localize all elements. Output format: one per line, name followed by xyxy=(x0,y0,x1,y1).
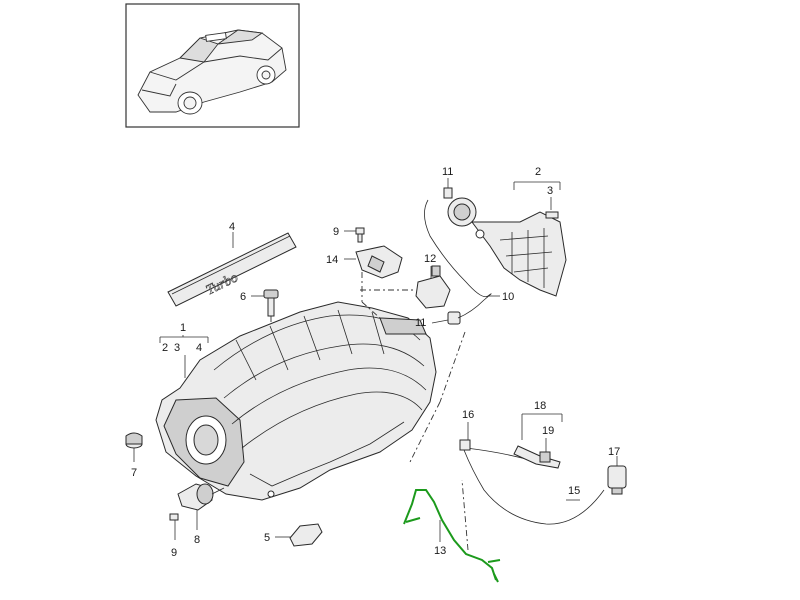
sensor-8 xyxy=(177,483,225,511)
callout-3: 3 xyxy=(547,185,553,197)
callout-11-lower: 11 xyxy=(415,317,426,329)
actuator-assembly-2 xyxy=(447,197,567,297)
callout-group-1: 1 2 3 4 xyxy=(159,322,209,378)
screw-9-lower xyxy=(169,513,179,521)
bolt-6 xyxy=(263,289,279,317)
callout-group-18: 18 19 xyxy=(521,400,563,452)
callout-19: 19 xyxy=(542,425,554,437)
bracket-14 xyxy=(355,245,403,279)
callout-12: 12 xyxy=(424,253,436,265)
callout-1-4: 4 xyxy=(196,342,202,354)
callout-17: 17 xyxy=(608,446,620,458)
connector-11-upper xyxy=(443,187,453,199)
valve-12 xyxy=(415,265,451,309)
callout-1: 1 xyxy=(180,322,186,334)
clip-18 xyxy=(513,445,561,469)
intake-manifold xyxy=(155,301,437,501)
callout-16: 16 xyxy=(462,409,474,421)
callout-9-lower: 9 xyxy=(171,547,177,559)
connector-11-lower xyxy=(447,311,461,325)
callout-2: 2 xyxy=(535,166,541,178)
gasket-5 xyxy=(289,523,323,547)
callout-6: 6 xyxy=(240,291,246,303)
car-illustration xyxy=(137,29,287,115)
screw-9-upper xyxy=(355,227,365,243)
callout-group-2: 2 3 xyxy=(513,166,561,210)
callout-10: 10 xyxy=(502,291,514,303)
callout-1-2: 2 xyxy=(162,342,168,354)
vehicle-thumbnail xyxy=(125,3,300,128)
callout-11-upper: 11 xyxy=(442,166,453,178)
callout-4: 4 xyxy=(229,221,235,233)
callout-18: 18 xyxy=(534,400,546,412)
callout-13: 13 xyxy=(434,545,446,557)
callout-1-3: 3 xyxy=(174,342,180,354)
screw-3 xyxy=(545,211,559,219)
pipe-13-highlighted xyxy=(403,489,501,583)
fitting-16 xyxy=(459,439,471,451)
callout-14: 14 xyxy=(326,254,338,266)
callout-8: 8 xyxy=(194,534,200,546)
cap-7 xyxy=(125,432,143,449)
callout-15: 15 xyxy=(568,485,580,497)
connector-17 xyxy=(607,465,627,495)
callout-5: 5 xyxy=(264,532,270,544)
callout-7: 7 xyxy=(131,467,137,479)
callout-9-upper: 9 xyxy=(333,226,339,238)
